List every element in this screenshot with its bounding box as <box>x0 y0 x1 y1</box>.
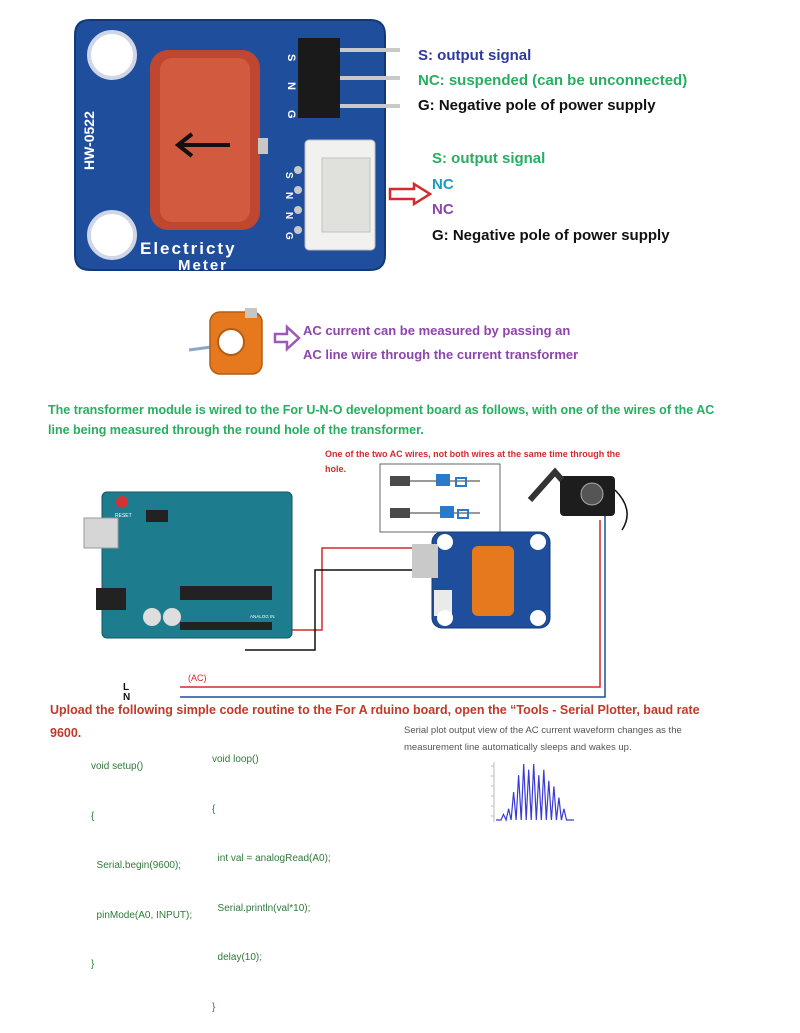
plot-note: Serial plot output view of the AC curren… <box>404 722 724 756</box>
wire-warning-line1: One of the two AC wires, not both wires … <box>325 449 621 459</box>
code-loop-line: delay(10); <box>212 952 263 963</box>
wiring-description: The transformer module is wired to the F… <box>48 403 715 437</box>
pin-letter-n1-side: N <box>283 192 294 199</box>
code-loop-line: Serial.println(val*10); <box>212 902 311 914</box>
pin-letter-n2-side: N <box>283 212 294 219</box>
module-model-text: HW-0522 <box>81 111 97 170</box>
code-loop-line: { <box>212 803 216 815</box>
code-setup-line: { <box>91 810 95 822</box>
code-loop: void loop() { int val = analogRead(A0); … <box>212 719 331 1033</box>
code-setup-line: void setup() <box>91 761 144 772</box>
pin-letter-g-side: G <box>283 232 294 240</box>
serial-plot-chart <box>491 762 574 822</box>
module-title-line2: Meter <box>178 257 228 274</box>
plot-note-line1: Serial plot output view of the AC curren… <box>404 725 682 736</box>
upload-instruction-line1: Upload the following simple code routine… <box>50 703 700 717</box>
plot-series-line <box>496 763 574 822</box>
wire-warning: One of the two AC wires, not both wires … <box>325 447 620 477</box>
pin-letter-s-side: S <box>283 172 294 179</box>
wire-warning-line2: hole. <box>325 464 347 474</box>
code-setup-line: Serial.begin(9600); <box>91 860 182 871</box>
uno-analog-label: ANALOG IN <box>250 614 275 619</box>
connector-label-nc2: NC <box>432 201 454 218</box>
pin-label-s: S: output signal <box>418 47 532 64</box>
wiring-diagram: RESET ANALOG IN L N (AC) <box>83 463 628 700</box>
code-loop-line: } <box>212 1001 216 1013</box>
uno-reset-label: RESET <box>115 513 132 519</box>
ac-line-l-label: L <box>123 682 129 693</box>
ac-label: (AC) <box>188 673 207 683</box>
code-setup: void setup() { Serial.begin(9600); pinMo… <box>91 726 192 990</box>
module-title-line1: Electricty <box>140 239 237 258</box>
current-transformer-icon <box>188 308 301 375</box>
pin-label-nc: NC: suspended (can be unconnected) <box>418 72 688 89</box>
hw0522-module-illustration: HW-0522 Electricty Meter S N G S N N G <box>74 19 400 274</box>
pin-letter-n-top: N <box>285 82 297 90</box>
connector-label-s: S: output signal <box>432 150 546 167</box>
code-setup-line: } <box>91 959 95 970</box>
pin-letter-s-top: S <box>285 54 297 61</box>
red-arrow-icon <box>388 182 432 206</box>
connector-label-g: G: Negative pole of power supply <box>432 227 670 244</box>
code-loop-line: int val = analogRead(A0); <box>212 853 331 864</box>
pin-letter-g-top: G <box>285 110 297 119</box>
upload-instruction-line2: 9600. <box>50 726 82 740</box>
ac-line-n-label: N <box>123 692 130 700</box>
connector-label-nc1: NC <box>432 176 454 193</box>
pin-label-g: G: Negative pole of power supply <box>418 97 656 114</box>
ct-note-line2: AC line wire through the current transfo… <box>303 347 579 362</box>
plot-note-line2: measurement line automatically sleeps an… <box>404 742 632 753</box>
code-setup-line: pinMode(A0, INPUT); <box>91 909 193 921</box>
code-loop-line: void loop() <box>212 754 259 765</box>
ct-note-line1: AC current can be measured by passing an <box>303 323 571 338</box>
